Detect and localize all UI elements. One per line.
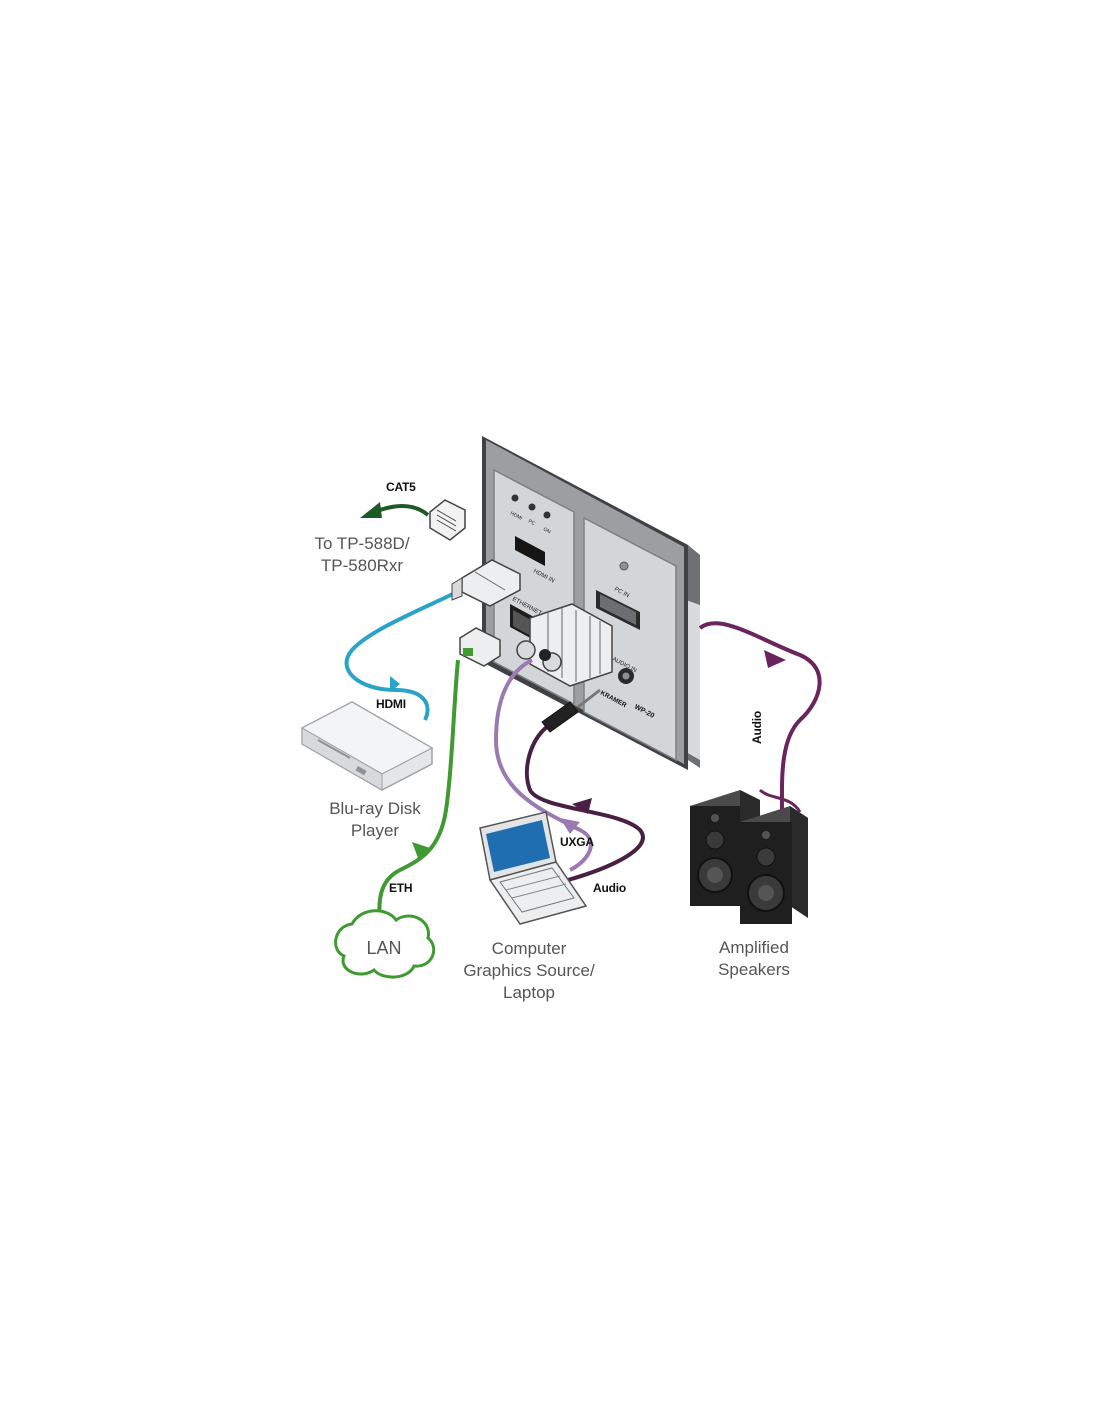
led-label-hdmi: HDMI <box>509 510 523 521</box>
uxga-cable <box>493 658 593 872</box>
laptop-label-line3: Laptop <box>503 983 555 1002</box>
hdmi-arrow <box>390 676 400 692</box>
cat5-cable-label: CAT5 <box>386 480 416 494</box>
bluray-player-icon <box>300 701 434 791</box>
bluray-label: Blu-ray Disk Player <box>316 798 434 842</box>
cat5-cable <box>379 504 430 517</box>
pc-led <box>528 503 536 511</box>
audio-speakers-cable <box>698 621 822 811</box>
lan-cloud-icon <box>334 909 436 979</box>
audio-laptop-arrow <box>572 798 592 814</box>
receiver-label-line2: TP-580Rxr <box>320 556 404 575</box>
cat5-arrow <box>360 502 382 518</box>
speakers-label: Amplified Speakers <box>700 937 808 981</box>
uxga-cable-label: UXGA <box>560 835 594 849</box>
laptop-label-line2: Graphics Source/ <box>463 961 595 980</box>
laptop-label-line1: Computer <box>491 939 567 958</box>
speaker-link-cable <box>758 788 802 813</box>
eth-cable <box>377 659 460 921</box>
uxga-arrow <box>560 818 580 834</box>
hdmi-in-port[interactable] <box>515 536 545 566</box>
laptop-label: Computer Graphics Source/ Laptop <box>446 938 612 1004</box>
hdmi-plug <box>451 559 521 607</box>
on-led <box>543 511 551 519</box>
audio-plug <box>541 688 601 733</box>
receiver-label-line1: To TP-588D/ <box>314 534 410 553</box>
audio-speakers-arrow <box>764 650 786 668</box>
led-label-on: ON <box>542 526 552 535</box>
eth-cable-label: ETH <box>389 881 413 895</box>
lan-label: LAN <box>366 938 402 958</box>
led-label-pc: PC <box>527 518 536 527</box>
eth-arrow <box>412 842 430 858</box>
laptop-icon <box>479 811 588 925</box>
rj45-plug-receiver <box>429 499 466 541</box>
audio-speakers-cable-label: Audio <box>750 711 764 744</box>
receiver-label: To TP-588D/ TP-580Rxr <box>296 533 428 577</box>
rj45-plug-lan <box>459 627 501 667</box>
hdmi-cable-label: HDMI <box>376 697 406 711</box>
speaker-right-icon <box>740 806 808 924</box>
hdmi-led <box>511 494 519 502</box>
wall-plate: HDMI PC ON HDMI IN ETHERNET PC IN AUDIO … <box>482 436 700 770</box>
audio-laptop-cable <box>524 724 645 882</box>
hdmi-cable <box>344 590 458 721</box>
speakers-label-line1: Amplified <box>719 938 789 957</box>
speakers-label-line2: Speakers <box>718 960 790 979</box>
audio-laptop-cable-label: Audio <box>593 881 626 895</box>
bluray-label-line2: Player <box>350 821 400 840</box>
bluray-label-line1: Blu-ray Disk <box>329 799 421 818</box>
vga-plug <box>516 603 613 687</box>
